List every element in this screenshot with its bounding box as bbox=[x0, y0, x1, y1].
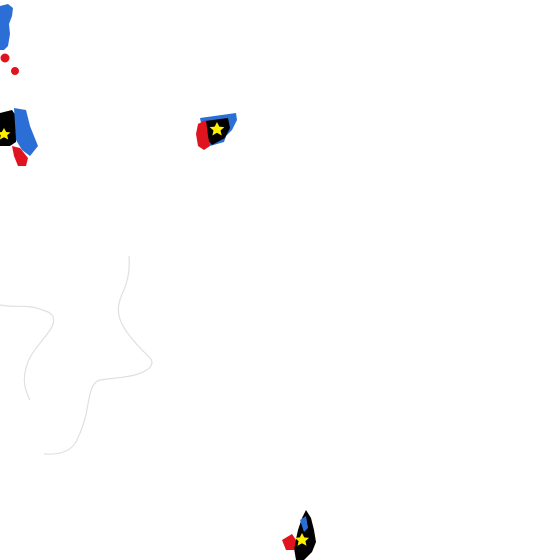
star-icon bbox=[209, 122, 225, 136]
star-icon bbox=[0, 128, 11, 140]
marker-black-shape bbox=[294, 510, 316, 560]
marker-blue-shape bbox=[14, 108, 38, 156]
marker-top-left-edge[interactable] bbox=[0, 4, 19, 75]
marker-red-shape bbox=[282, 534, 296, 550]
region-boundaries bbox=[0, 255, 153, 455]
marker-bottom-center[interactable] bbox=[282, 510, 316, 560]
marker-blue-shape bbox=[300, 516, 308, 532]
marker-red-shape bbox=[12, 146, 28, 166]
region-boundary-line bbox=[43, 255, 153, 455]
marker-left-edge[interactable] bbox=[0, 108, 38, 166]
star-icon bbox=[295, 533, 309, 546]
marker-red-shape bbox=[196, 120, 210, 150]
region-boundary-line bbox=[0, 304, 55, 401]
marker-red-dot bbox=[0, 53, 10, 63]
marker-red-dot bbox=[11, 67, 19, 75]
marker-black-shape bbox=[0, 110, 16, 146]
marker-blue-shape bbox=[0, 4, 13, 50]
marker-upper-center[interactable] bbox=[196, 113, 237, 150]
